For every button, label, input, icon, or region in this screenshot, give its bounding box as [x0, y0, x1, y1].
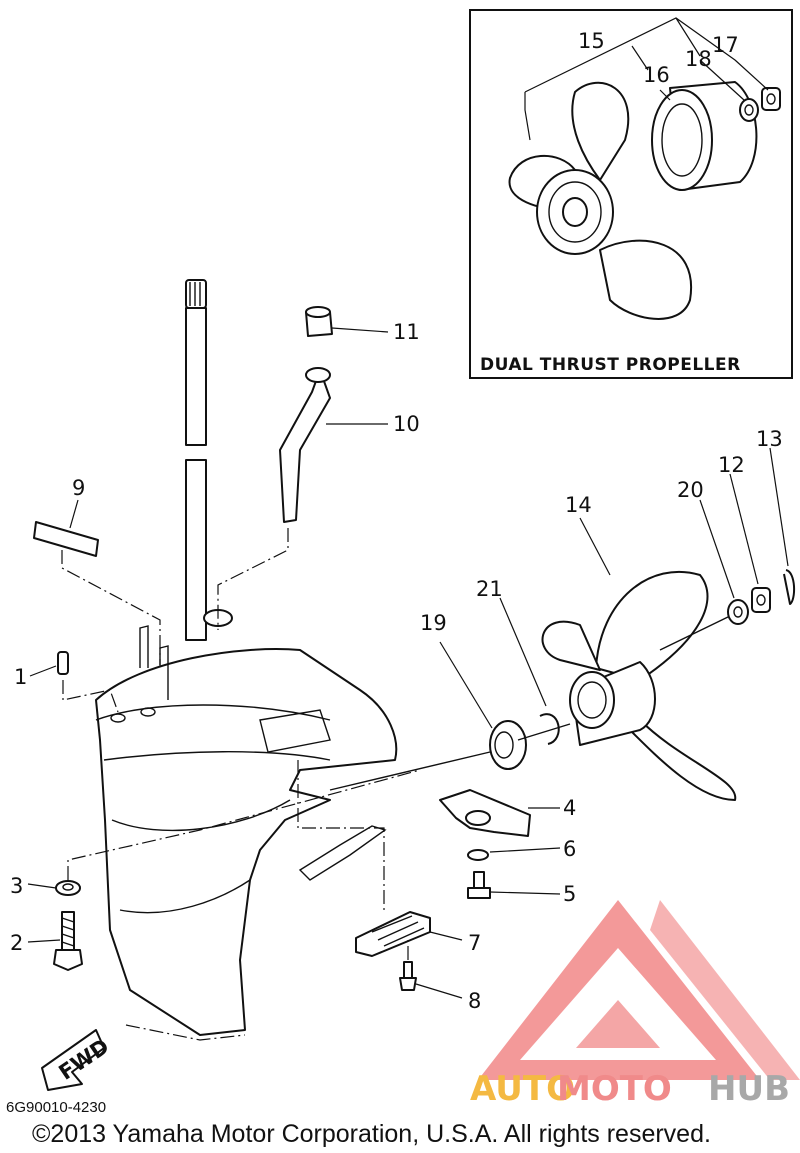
brand-auto: AUTO [470, 1069, 575, 1109]
callout-21: 21 [476, 577, 503, 601]
callout-7: 7 [468, 931, 481, 955]
dowel-pin [57, 651, 69, 675]
prop-nut [751, 587, 771, 613]
screw-8 [399, 961, 417, 991]
propeller [541, 570, 737, 801]
retaining-clip [539, 713, 560, 745]
dual-thrust-propeller [508, 81, 693, 320]
brand-hub: HUB [708, 1069, 790, 1109]
callout-10: 10 [393, 412, 420, 436]
washer-6 [467, 849, 489, 861]
bolt-2 [53, 911, 83, 971]
callout-14: 14 [565, 493, 592, 517]
inset-washer [739, 98, 759, 122]
spacer [489, 720, 527, 770]
callout-6: 6 [563, 837, 576, 861]
fwd-arrow: FWD [41, 1029, 113, 1091]
brand-logo-mark [478, 900, 760, 1080]
copyright: ©2013 Yamaha Motor Corporation, U.S.A. A… [32, 1120, 711, 1148]
callout-13: 13 [756, 427, 783, 451]
cotter-pin [783, 569, 796, 605]
callout-3: 3 [10, 874, 23, 898]
callout-15: 15 [578, 29, 605, 53]
callout-11: 11 [393, 320, 420, 344]
inset-title: DUAL THRUST PROPELLER [480, 355, 741, 375]
bolt-5 [467, 871, 491, 899]
callout-1: 1 [14, 665, 27, 689]
dual-thrust-inset: 15 16 18 17 DUAL THRUST PROPELLER [469, 9, 793, 379]
callout-12: 12 [718, 453, 745, 477]
callout-2: 2 [10, 931, 23, 955]
washer-20 [727, 599, 749, 625]
plate [33, 521, 99, 557]
drive-shaft [185, 279, 233, 641]
callout-18: 18 [685, 47, 712, 71]
callout-19: 19 [420, 611, 447, 635]
callout-20: 20 [677, 478, 704, 502]
lower-unit-case [95, 625, 398, 1041]
brand-moto: MOTO [557, 1069, 672, 1109]
callout-9: 9 [72, 476, 85, 500]
brand-watermark: AUTO MOTO HUB [470, 900, 800, 1109]
callout-5: 5 [563, 882, 576, 906]
callout-16: 16 [643, 63, 670, 87]
washer-3 [55, 880, 81, 896]
thrust-hub [651, 81, 758, 191]
drawing-code: 6G90010-4230 [6, 1099, 106, 1116]
callout-17: 17 [712, 33, 739, 57]
callout-8: 8 [468, 989, 481, 1013]
water-tube [279, 369, 331, 523]
callout-4: 4 [563, 796, 576, 820]
inset-nut [761, 87, 781, 111]
